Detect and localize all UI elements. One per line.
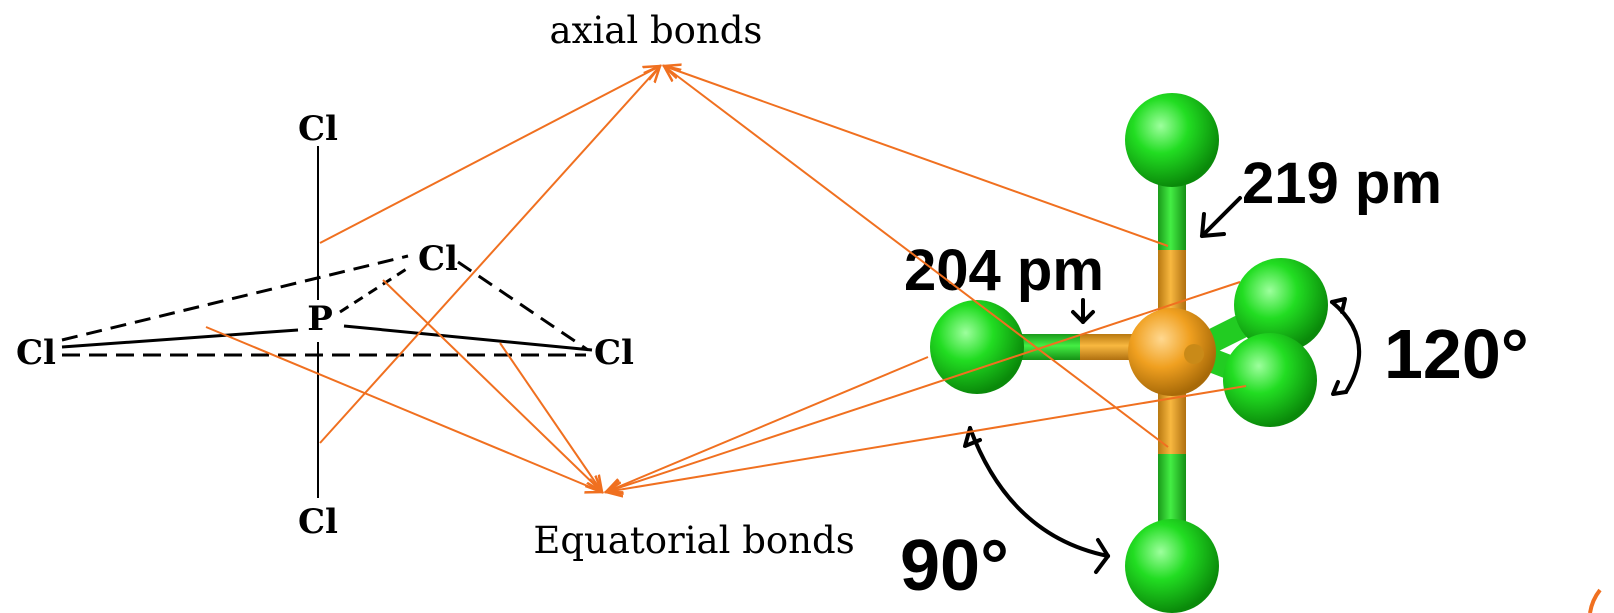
axial-equatorial-angle-label: 90° [900, 526, 1009, 606]
axial-length-label: 219 pm [1242, 151, 1442, 216]
ball-and-stick-model: 219 pm 204 pm 120° 90° [900, 93, 1529, 613]
equatorial-bond-right [343, 324, 593, 352]
equatorial-angle-arc-arrow [1330, 297, 1361, 396]
pointer-axial-2 [319, 66, 660, 444]
axial-bonds-label: axial bonds [550, 9, 763, 52]
pointer-equatorial-2 [382, 279, 602, 492]
pointer-equatorial-4 [606, 356, 929, 492]
pointer-equatorial-1 [205, 326, 602, 492]
cl-right-label: Cl [594, 333, 634, 373]
pointer-axial-3 [664, 66, 1169, 247]
equatorial-angle-label: 120° [1384, 315, 1529, 393]
cl-atom-top [1125, 93, 1219, 187]
corner-orange-stroke [1588, 588, 1602, 613]
pointer-equatorial-3 [499, 342, 602, 492]
dashed-bond-back [339, 266, 409, 314]
equatorial-bond-left [61, 328, 299, 349]
cl-bottom-label: Cl [298, 502, 338, 542]
pointer-equatorial-5 [606, 281, 1241, 492]
cl-atom-bottom [1125, 519, 1219, 613]
p-atom [1128, 308, 1216, 396]
equatorial-length-label: 204 pm [904, 238, 1104, 303]
pointer-axial-4 [664, 66, 1169, 448]
equatorial-length-arrow [1071, 298, 1095, 324]
cl-left-label: Cl [16, 333, 56, 373]
pointer-lines [205, 66, 1602, 613]
cl-top-label: Cl [298, 109, 338, 149]
pointer-axial-1 [319, 66, 660, 244]
dashed-edge-left-back [61, 254, 409, 342]
cl-back-label: Cl [418, 239, 458, 279]
left-structure: Cl P Cl Cl Cl Cl [16, 109, 634, 542]
pointer-equatorial-6 [606, 385, 1247, 492]
cl-atom-front [1223, 333, 1317, 427]
axial-bond-top-green [1158, 180, 1186, 252]
axial-length-arrow [1200, 196, 1242, 238]
equatorial-bonds-label: Equatorial bonds [533, 519, 854, 562]
cl-atom-back [1234, 258, 1328, 352]
right-angle-arc-arrow [963, 426, 1110, 574]
p-atom-bond-stub [1184, 344, 1204, 364]
cl-atom-left [930, 300, 1024, 394]
dashed-edge-right-back [457, 260, 589, 352]
p-center-label: P [307, 299, 333, 339]
